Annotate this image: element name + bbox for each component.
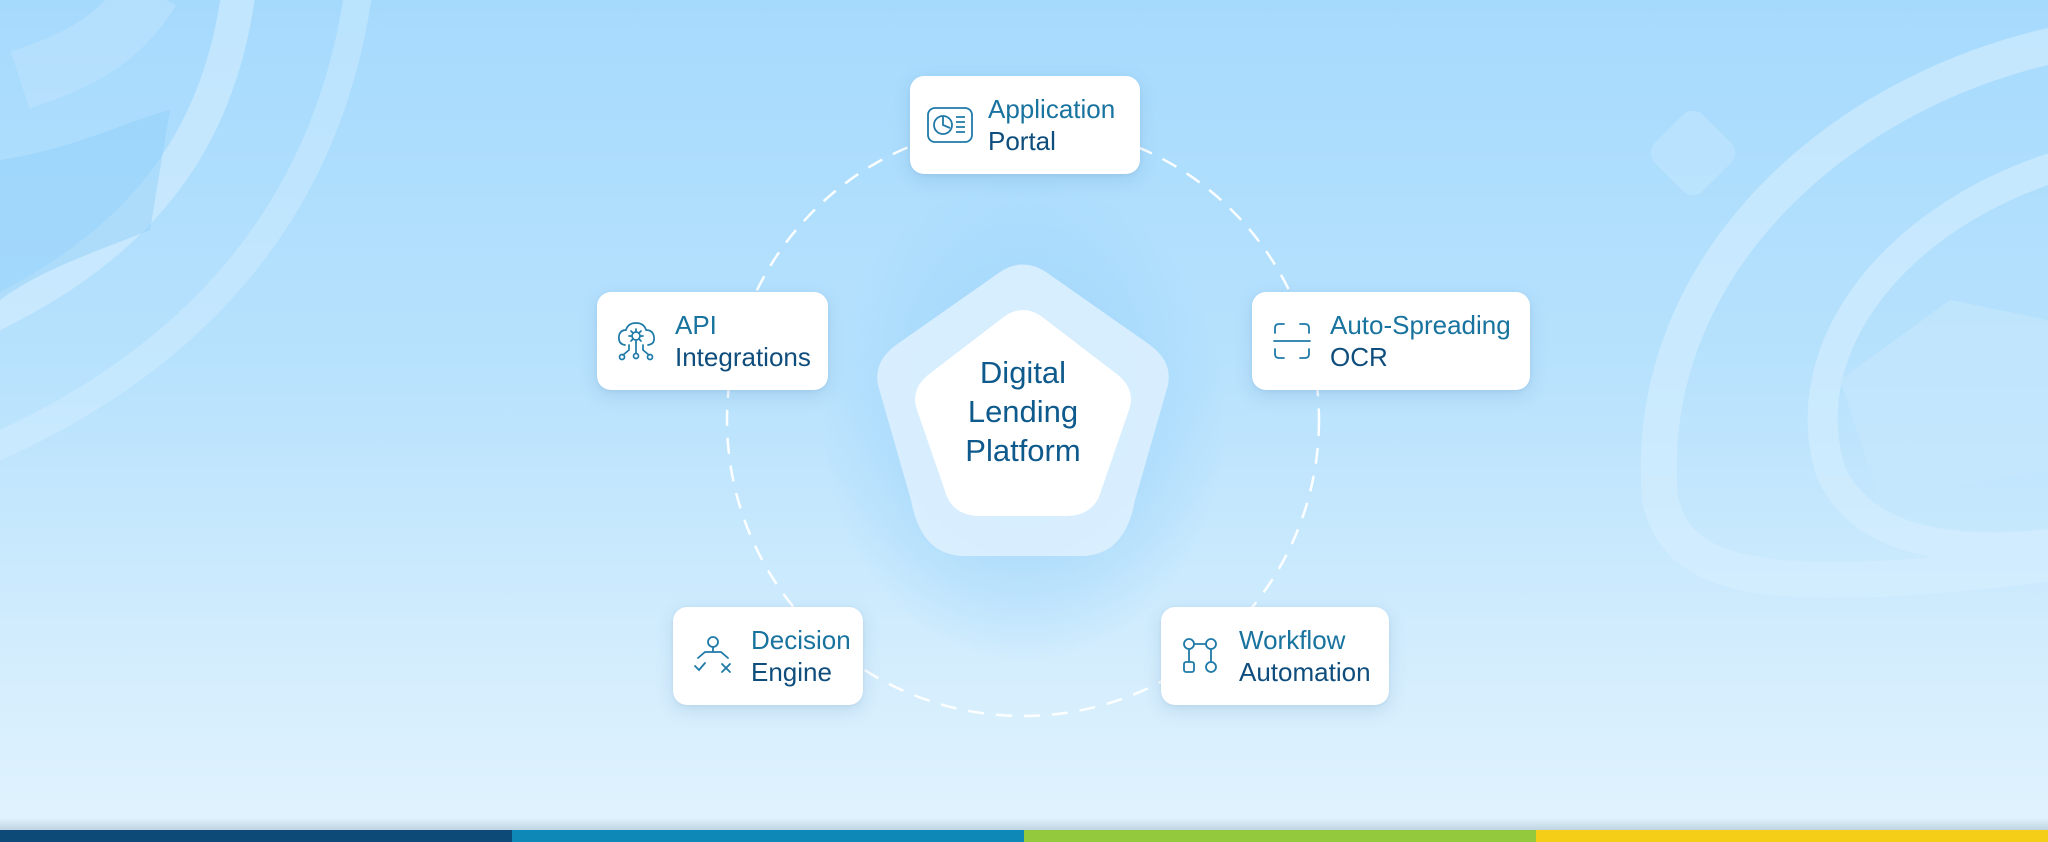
- module-card-auto-spreading-ocr[interactable]: Auto-Spreading OCR: [1252, 292, 1530, 390]
- module-title: Auto-Spreading: [1330, 309, 1511, 341]
- stripe-segment-yellow: [1536, 830, 2048, 842]
- hub-title-line: Digital: [980, 353, 1066, 392]
- hub-title-line: Lending: [968, 392, 1078, 431]
- module-subtitle: Integrations: [675, 341, 811, 373]
- cloud-gear-icon: [613, 317, 661, 365]
- portal-screen-icon: [926, 101, 974, 149]
- module-subtitle: Engine: [751, 656, 851, 688]
- workflow-nodes-icon: [1177, 632, 1225, 680]
- scan-frame-icon: [1268, 317, 1316, 365]
- stripe-segment-navy: [0, 830, 512, 842]
- module-title: Application: [988, 93, 1115, 125]
- module-card-api-integrations[interactable]: API Integrations: [597, 292, 828, 390]
- hub-title-line: Platform: [965, 431, 1080, 470]
- stripe-segment-teal: [512, 830, 1024, 842]
- footer-color-stripe: [0, 830, 2048, 842]
- module-card-workflow-automation[interactable]: Workflow Automation: [1161, 607, 1389, 705]
- decision-tree-icon: [689, 632, 737, 680]
- module-card-decision-engine[interactable]: Decision Engine: [673, 607, 863, 705]
- hub-title: Digital Lending Platform: [860, 260, 1186, 560]
- module-subtitle: Portal: [988, 125, 1115, 157]
- hub-digital-lending-platform: Digital Lending Platform: [860, 260, 1186, 560]
- module-title: API: [675, 309, 811, 341]
- module-card-application-portal[interactable]: Application Portal: [910, 76, 1140, 174]
- footer-shadow: [0, 818, 2048, 830]
- stripe-segment-green: [1024, 830, 1536, 842]
- module-subtitle: Automation: [1239, 656, 1371, 688]
- module-title: Workflow: [1239, 624, 1371, 656]
- module-subtitle: OCR: [1330, 341, 1511, 373]
- module-title: Decision: [751, 624, 851, 656]
